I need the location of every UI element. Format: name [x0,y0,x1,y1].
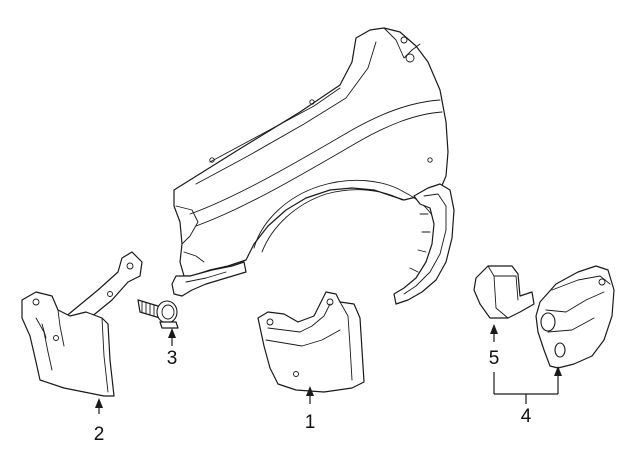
mud-flap-part-2 [21,251,143,397]
callout-4: 4 [521,406,532,427]
bolt-part-3 [137,299,179,329]
callout-labels: 1 2 3 4 5 [94,348,532,445]
splash-shield-part-4 [535,265,615,369]
callout-2: 2 [94,424,105,445]
leader-lines [95,324,562,414]
fender-liner [393,183,455,305]
mud-flap-part-1 [257,291,365,393]
callout-1: 1 [305,412,316,433]
callout-3: 3 [167,348,178,369]
fender-panel [171,27,449,297]
callout-5: 5 [489,348,500,369]
bracket-part-5 [473,265,535,319]
